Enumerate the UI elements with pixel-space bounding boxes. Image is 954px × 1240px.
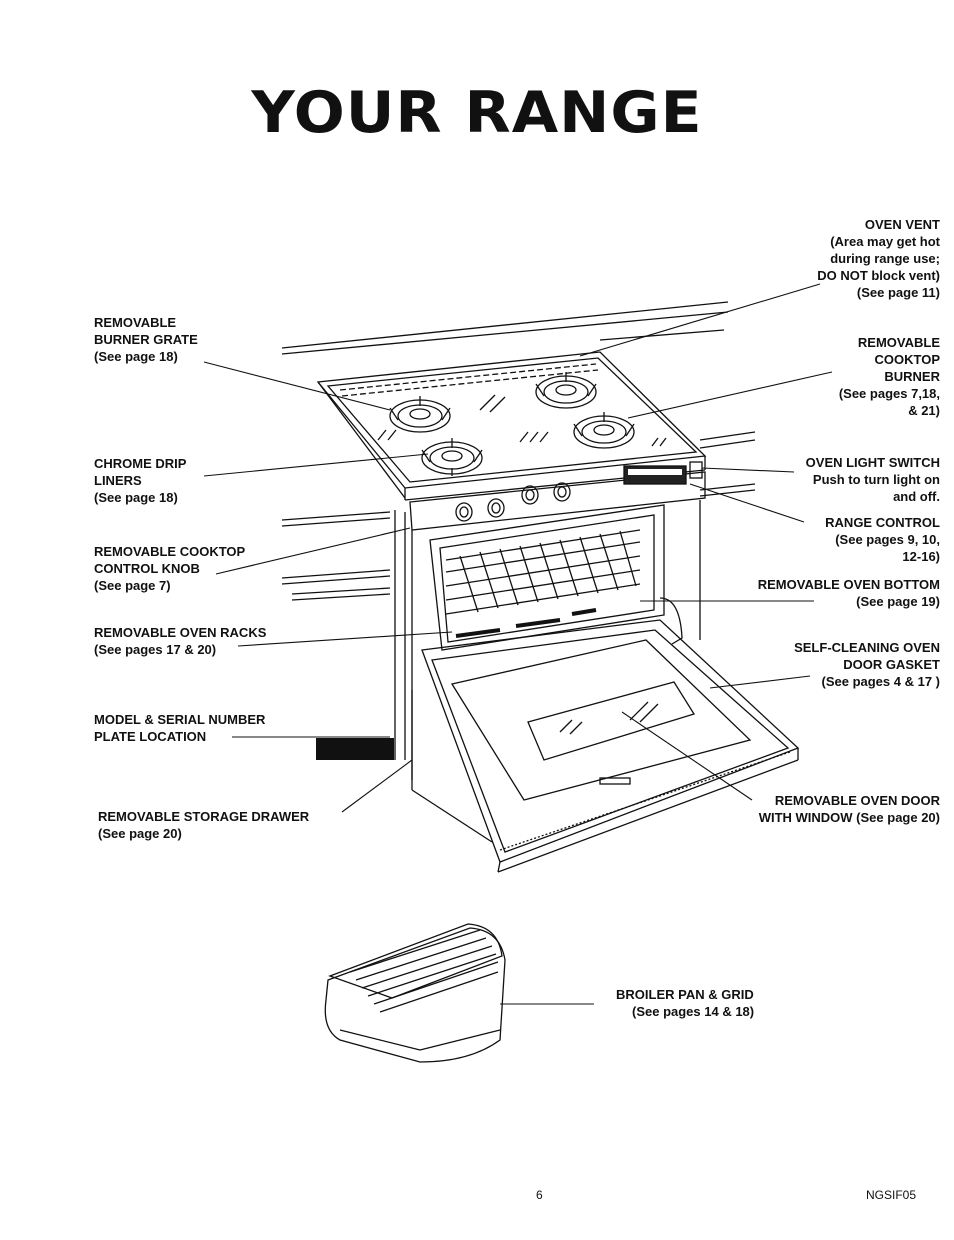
label-line: DO NOT block vent): [817, 268, 940, 283]
label-line: (See pages 4 & 17 ): [821, 674, 941, 689]
label-line: and off.: [893, 489, 940, 504]
oven-body: [394, 500, 701, 780]
label-line: (See page 11): [856, 285, 940, 300]
label-line: SELF-CLEANING OVEN: [794, 640, 940, 655]
label-serial-plate: MODEL & SERIAL NUMBER PLATE LOCATION: [94, 711, 304, 745]
label-line: COOKTOP: [874, 352, 941, 367]
label-line: (Area may get hot: [830, 234, 940, 249]
label-line: CHROME DRIP: [94, 456, 187, 471]
label-line: REMOVABLE OVEN BOTTOM: [757, 577, 940, 592]
label-line: (See pages 7,18,: [838, 386, 940, 401]
label-line: RANGE CONTROL: [825, 515, 940, 530]
label-oven-vent: OVEN VENT (Area may get hot during range…: [760, 216, 940, 301]
label-line: OVEN LIGHT SWITCH: [805, 455, 940, 470]
label-oven-racks: REMOVABLE OVEN RACKS (See pages 17 & 20): [94, 624, 294, 658]
label-control-knob: REMOVABLE COOKTOP CONTROL KNOB (See page…: [94, 543, 294, 594]
label-line: & 21): [908, 403, 940, 418]
label-line: WITH WINDOW (See page 20): [758, 810, 940, 825]
label-line: (See page 19): [856, 594, 940, 609]
label-burner-grate: REMOVABLE BURNER GRATE (See page 18): [94, 314, 274, 365]
label-line: Push to turn light on: [812, 472, 940, 487]
label-line: (See pages 14 & 18): [632, 1004, 755, 1019]
label-line: BURNER GRATE: [94, 332, 198, 347]
label-storage-drawer: REMOVABLE STORAGE DRAWER (See page 20): [98, 808, 348, 842]
page-number: 6: [536, 1188, 543, 1202]
label-line: REMOVABLE STORAGE DRAWER: [98, 809, 310, 824]
label-drip-liners: CHROME DRIP LINERS (See page 18): [94, 455, 274, 506]
label-line: (See pages 17 & 20): [94, 642, 217, 657]
label-cooktop-burner: REMOVABLE COOKTOP BURNER (See pages 7,18…: [780, 334, 940, 419]
label-line: REMOVABLE: [857, 335, 940, 350]
label-oven-light-switch: OVEN LIGHT SWITCH Push to turn light on …: [770, 454, 940, 505]
label-line: DOOR GASKET: [843, 657, 940, 672]
label-line: during range use;: [830, 251, 940, 266]
label-door-gasket: SELF-CLEANING OVEN DOOR GASKET (See page…: [760, 639, 940, 690]
storage-drawer: [316, 690, 493, 843]
label-oven-bottom: REMOVABLE OVEN BOTTOM (See page 19): [720, 576, 940, 610]
label-broiler-pan: BROILER PAN & GRID (See pages 14 & 18): [616, 986, 816, 1020]
label-line: PLATE LOCATION: [94, 729, 207, 744]
label-line: (See page 20): [98, 826, 182, 841]
burner-front-left: [421, 438, 483, 476]
label-line: LINERS: [94, 473, 142, 488]
label-line: BURNER: [884, 369, 940, 384]
label-line: (See page 18): [94, 490, 178, 505]
burner-back-left: [389, 396, 451, 433]
page-title: YOUR RANGE: [251, 79, 703, 147]
control-panel: [409, 461, 706, 531]
label-range-control: RANGE CONTROL (See pages 9, 10, 12-16): [780, 514, 940, 565]
broiler-grid: [349, 929, 499, 1013]
label-line: (See pages 9, 10,: [835, 532, 940, 547]
burner-back-right: [535, 372, 597, 409]
label-line: BROILER PAN & GRID: [616, 987, 754, 1002]
oven-door: [421, 597, 800, 873]
label-line: REMOVABLE: [94, 315, 177, 330]
label-line: REMOVABLE OVEN DOOR: [774, 793, 940, 808]
burner-front-right: [573, 412, 635, 449]
document-code: NGSIF05: [866, 1188, 917, 1202]
label-line: MODEL & SERIAL NUMBER: [94, 712, 266, 727]
label-line: OVEN VENT: [864, 217, 940, 232]
label-oven-door: REMOVABLE OVEN DOOR WITH WINDOW (See pag…: [720, 792, 940, 826]
label-line: (See page 18): [94, 349, 178, 364]
wall-lines: [281, 301, 756, 601]
leader-lines: [203, 283, 833, 1005]
broiler-pan-illustration: [324, 923, 506, 1063]
label-line: CONTROL KNOB: [94, 561, 200, 576]
label-line: REMOVABLE OVEN RACKS: [94, 625, 267, 640]
cooktop: [316, 351, 707, 501]
oven-rack: [445, 529, 641, 615]
label-line: 12-16): [902, 549, 940, 564]
label-line: REMOVABLE COOKTOP: [94, 544, 246, 559]
label-line: (See page 7): [94, 578, 171, 593]
